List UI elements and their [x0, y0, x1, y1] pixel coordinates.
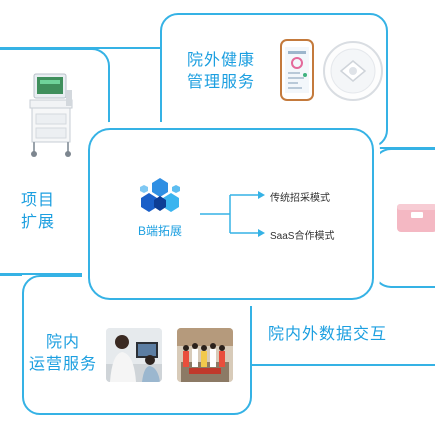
branch-arrows	[200, 191, 265, 237]
inhouse-line1: 院内	[45, 334, 80, 351]
outside-health-line2: 管理服务	[186, 74, 255, 91]
consultation-photo	[106, 328, 162, 382]
outside-health-line1: 院外健康	[186, 52, 255, 69]
cube-network-icon	[140, 178, 180, 212]
b-end-card	[88, 128, 374, 300]
data-exchange-label: 院内外数据交互	[268, 326, 388, 343]
round-device-image	[323, 41, 383, 101]
inhouse-line2: 运营服务	[28, 356, 97, 373]
scale-device-image	[397, 204, 435, 232]
project-line1: 项目	[20, 192, 55, 209]
phone-app-image	[280, 39, 314, 101]
outside-health-label: 院外健康 管理服务	[176, 50, 266, 94]
mode-traditional: 传统招采模式	[270, 193, 330, 204]
project-line2: 扩展	[20, 214, 55, 231]
team-photo	[177, 328, 233, 382]
mode-saas: SaaS合作模式	[270, 231, 335, 242]
b-end-label: B端拓展	[137, 224, 182, 238]
medical-cart-image	[29, 73, 73, 157]
inhouse-label: 院内 运营服务	[26, 332, 100, 376]
project-label: 项目 扩展	[8, 190, 68, 234]
